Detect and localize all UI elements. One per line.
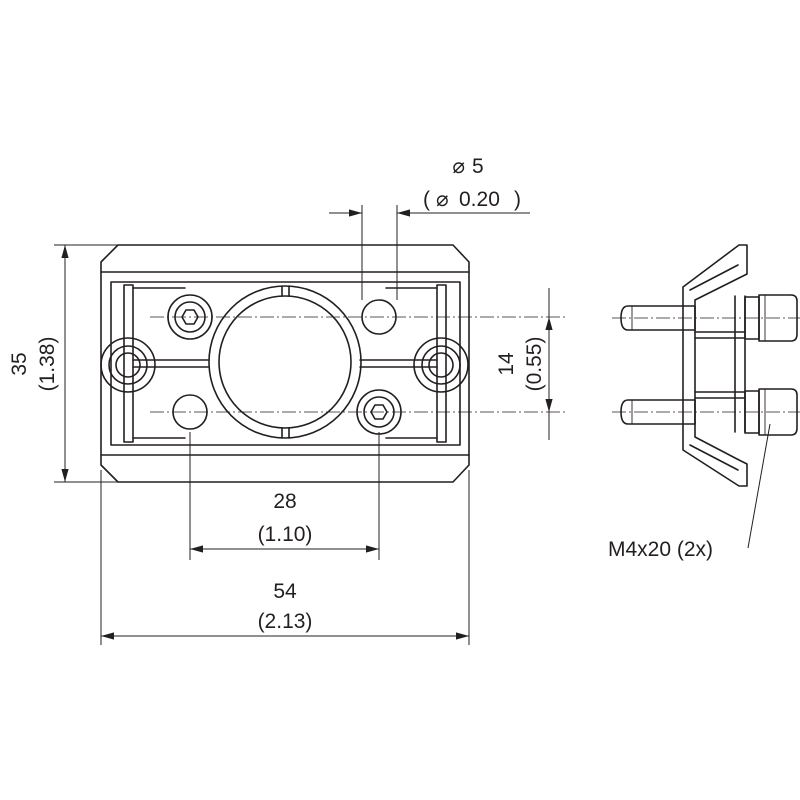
paren-close: ) (514, 188, 521, 211)
vertical-spacing-mm: 14 (495, 352, 518, 376)
central-bore-outer (208, 285, 362, 439)
hole-spacing-mm: 28 (273, 490, 296, 513)
height-total-mm: 35 (8, 352, 31, 375)
paren-open: ( (423, 188, 430, 211)
hole-diameter-mm: 5 (472, 155, 484, 178)
central-bore-inner (218, 295, 352, 429)
side-screw-upper (620, 294, 798, 342)
side-screw-lower (620, 388, 798, 436)
width-total-in: (2.13) (258, 610, 313, 633)
dimension-labels: 54 (2.13) 28 (1.10) 35 (1.38) 14 (0.55) … (8, 155, 713, 633)
hole-spacing-in: (1.10) (258, 523, 313, 546)
diameter-symbol-in: ⌀ (436, 188, 449, 211)
width-total-mm: 54 (273, 580, 297, 603)
side-view (612, 244, 800, 549)
vertical-spacing-in: (0.55) (523, 337, 546, 392)
screw-spec-callout: M4x20 (2x) (608, 538, 713, 561)
front-view (100, 244, 566, 483)
boss-right (413, 337, 469, 393)
dimension-lines (54, 205, 553, 645)
boss-left (100, 337, 156, 393)
height-total-in: (1.38) (36, 337, 59, 392)
diameter-symbol-mm: ⌀ (452, 155, 465, 178)
screw-leader-line (747, 423, 771, 549)
hole-diameter-in: 0.20 (459, 188, 500, 211)
